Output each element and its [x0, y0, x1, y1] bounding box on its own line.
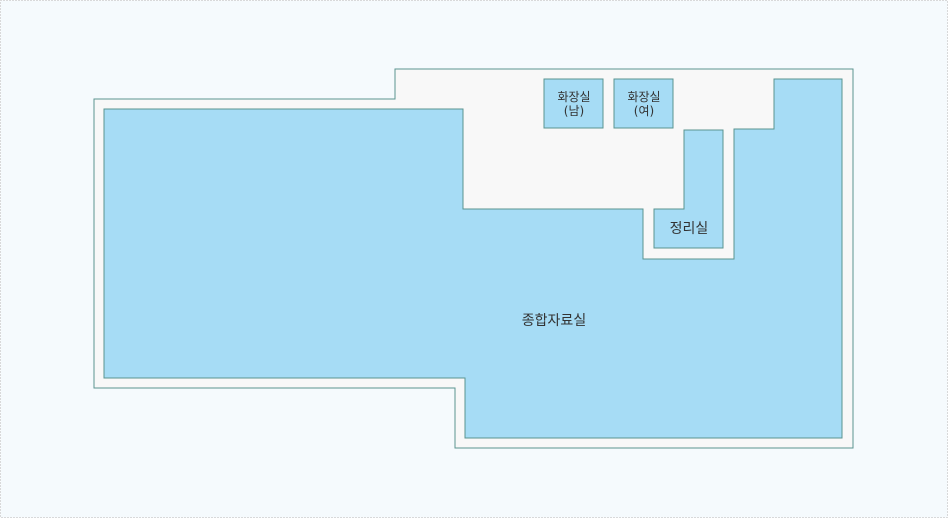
room-toilet-women[interactable]: 화장실 (여)	[613, 78, 674, 129]
room-main-library[interactable]	[103, 78, 843, 439]
room-storage[interactable]: 정리실	[653, 129, 724, 249]
room-toilet-women-label-2: (여)	[634, 104, 654, 118]
room-toilet-women-label-1: 화장실	[627, 90, 660, 104]
room-toilet-men[interactable]: 화장실 (남)	[543, 78, 604, 129]
room-storage-label: 정리실	[670, 221, 709, 237]
room-main-library-label: 종합자료실	[522, 313, 586, 329]
room-toilet-men-label-1: 화장실	[557, 90, 590, 104]
room-toilet-men-label-2: (남)	[564, 104, 584, 118]
